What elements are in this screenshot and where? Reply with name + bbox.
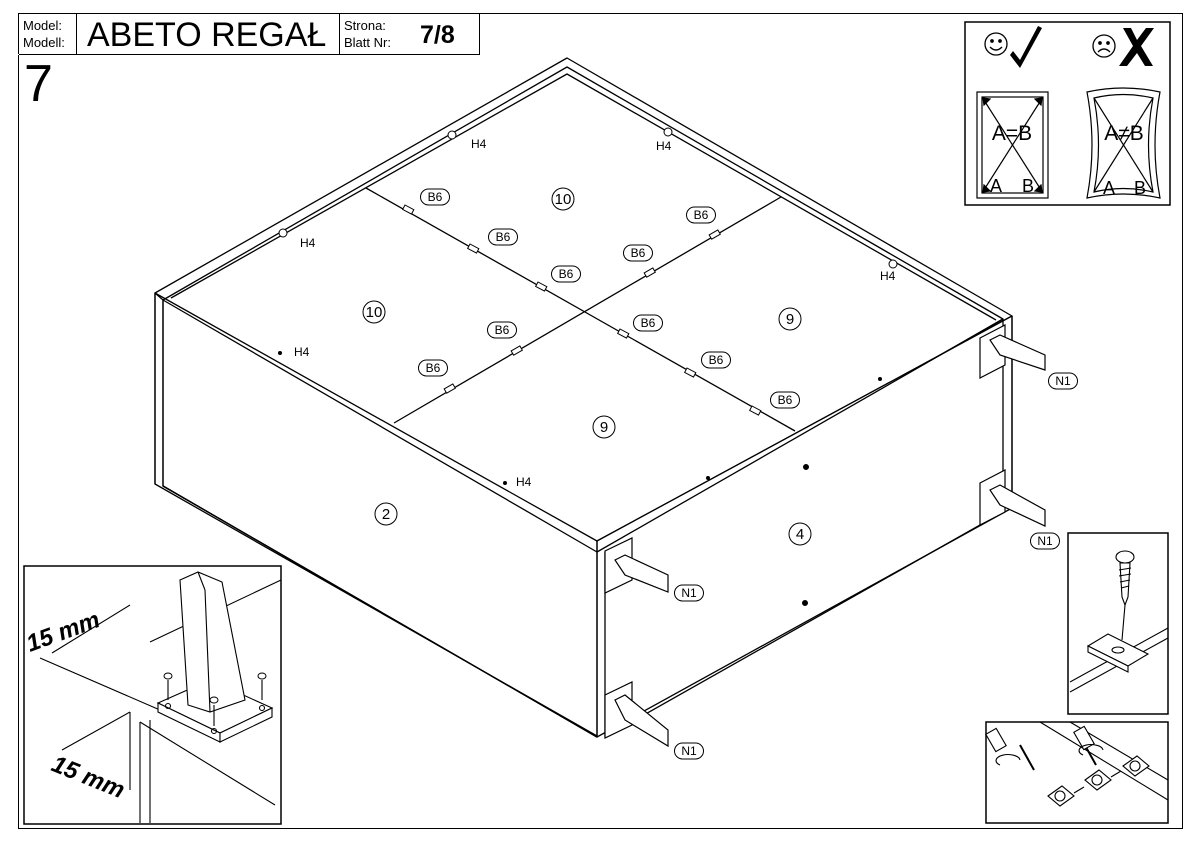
cam-tag-2: B6 [488, 228, 518, 246]
cam-tag-7-text: B6 [426, 361, 441, 375]
hinge-markers [278, 127, 898, 606]
part-number-10-front-text: 10 [366, 304, 383, 321]
part-number-10-back: 10 [551, 187, 575, 211]
leg-front-top [604, 537, 669, 594]
leg-tag-2-text: N1 [1037, 534, 1053, 548]
bad-corner-a: A [1103, 178, 1115, 198]
divider-front-back [365, 187, 796, 432]
step-divider [18, 54, 19, 55]
page-number: 7/8 [420, 21, 455, 49]
part-number-9-front-text: 9 [600, 419, 608, 436]
bad-corner-b: B [1134, 178, 1146, 198]
cam-tag-6: B6 [487, 321, 517, 339]
part-number-4-text: 4 [796, 526, 804, 543]
hinge-label-5-text: H4 [294, 345, 310, 359]
cam-fittings [401, 204, 762, 416]
cam-tag-5-text: B6 [694, 208, 709, 222]
part-number-4: 4 [788, 522, 812, 546]
hinge-label-3: H4 [300, 236, 316, 250]
cam-tag-10: B6 [770, 391, 800, 409]
leg-detail-panel: 15 mm 15 mm [23, 565, 282, 825]
part-number-9-front: 9 [592, 415, 616, 439]
hinge-label-2-text: H4 [656, 139, 672, 153]
cam-tag-3: B6 [551, 265, 581, 283]
good-formula: A=B [992, 122, 1032, 145]
good-corner-a: A [990, 176, 1002, 196]
cam-tag-4: B6 [623, 244, 653, 262]
model-label-1: Model: [23, 18, 63, 33]
part-number-2: 2 [374, 502, 398, 526]
leg-back-top [979, 324, 1046, 379]
hinge-label-4: H4 [880, 269, 896, 283]
hinge-label-2: H4 [656, 139, 672, 153]
leg-tag-3: N1 [674, 584, 704, 602]
part-number-9-back-text: 9 [786, 311, 794, 328]
cam-tag-4-text: B6 [631, 246, 646, 260]
cam-tag-9-text: B6 [709, 353, 724, 367]
cam-tag-7: B6 [418, 359, 448, 377]
cabinet [154, 57, 1013, 738]
model-label-box: Model: Modell: [18, 13, 77, 55]
page-label-2: Blatt Nr: [344, 35, 391, 50]
good-corner-b: B [1022, 176, 1034, 196]
part-number-9-back: 9 [778, 307, 802, 331]
cam-tag-6-text: B6 [495, 323, 510, 337]
verify-panel: A=B A≠B A B A B [964, 21, 1171, 206]
bad-formula: A≠B [1104, 122, 1144, 145]
hinge-label-4-text: H4 [880, 269, 896, 283]
cam-tag-2-text: B6 [496, 230, 511, 244]
hinge-label-6: H4 [516, 475, 532, 489]
leg-front-bottom [604, 681, 669, 748]
leg-tag-1: N1 [1048, 372, 1078, 390]
square-frame-icon [976, 91, 1049, 199]
hinge-label-6-text: H4 [516, 475, 532, 489]
part-number-10-back-text: 10 [555, 191, 572, 208]
leg-tag-4-text: N1 [681, 744, 697, 758]
skewed-frame-icon [1086, 87, 1161, 199]
sad-icon [1092, 34, 1116, 58]
leg-back-bottom [979, 469, 1046, 527]
leg-tag-1-text: N1 [1055, 374, 1071, 388]
screw-detail-panel [1067, 532, 1169, 715]
page-number-box: Strona: Blatt Nr: 7/8 [339, 13, 480, 55]
part-number-2-text: 2 [382, 506, 390, 523]
cam-tag-8-text: B6 [641, 316, 656, 330]
page-frame [18, 13, 1183, 829]
cam-tag-1-text: B6 [428, 190, 443, 204]
part-number-10-front: 10 [362, 300, 386, 324]
model-label-2: Modell: [23, 35, 65, 50]
hinge-label-1: H4 [471, 137, 487, 151]
product-title: ABETO REGAŁ [87, 16, 327, 54]
step-number: 7 [24, 55, 53, 113]
cam-tag-5: B6 [686, 206, 716, 224]
hinge-label-3-text: H4 [300, 236, 316, 250]
smiley-icon [984, 32, 1008, 56]
leg-tag-4: N1 [674, 742, 704, 760]
legs [604, 324, 1046, 748]
page-label-1: Strona: [344, 18, 386, 33]
cam-tool-panel [985, 721, 1169, 824]
cam-tag-1: B6 [420, 188, 450, 206]
cam-tag-9: B6 [701, 351, 731, 369]
cam-tag-10-text: B6 [778, 393, 793, 407]
cross-icon [1119, 28, 1154, 66]
check-icon [1010, 26, 1042, 68]
hinge-label-5: H4 [294, 345, 310, 359]
cam-tag-8: B6 [633, 314, 663, 332]
hinge-label-1-text: H4 [471, 137, 487, 151]
leg-tag-2: N1 [1030, 532, 1060, 550]
cam-tag-3-text: B6 [559, 267, 574, 281]
leg-tag-3-text: N1 [681, 586, 697, 600]
